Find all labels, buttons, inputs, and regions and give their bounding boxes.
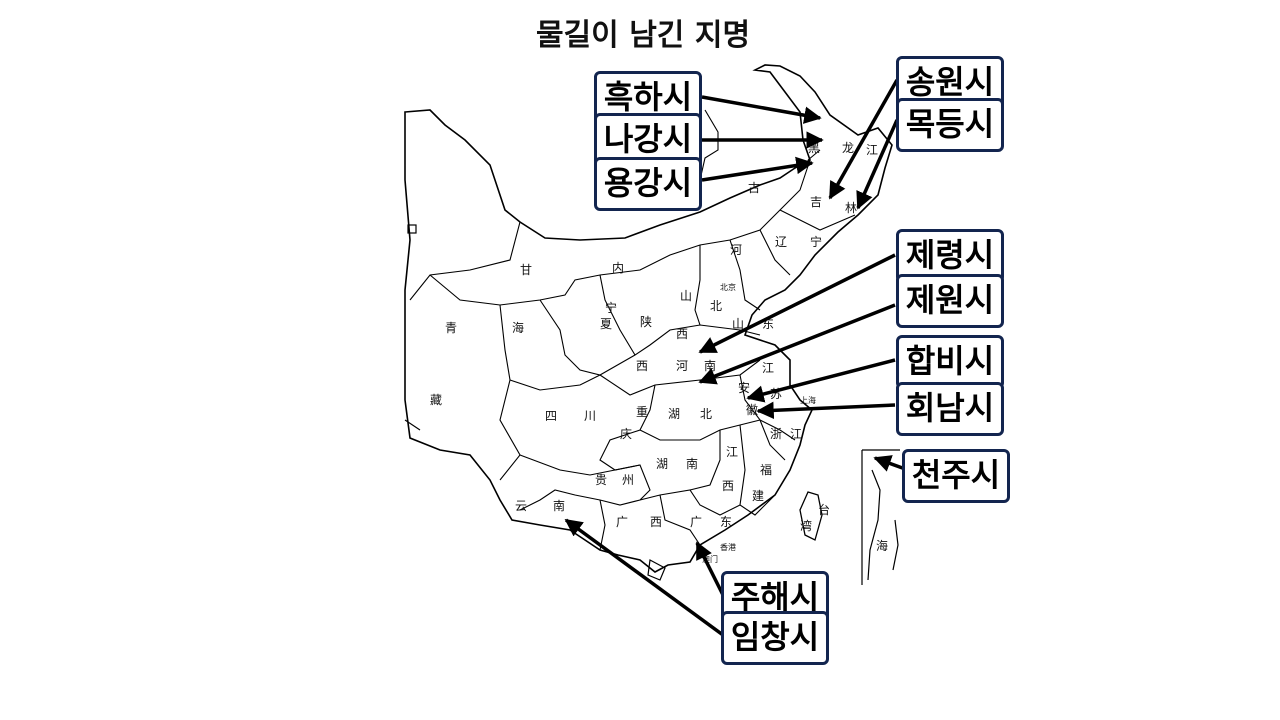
prov-label: 海: [876, 538, 888, 553]
arrow-jeryeong: [698, 253, 896, 354]
prov-label: 东: [720, 515, 732, 529]
arrow-imchang: [564, 518, 725, 637]
west-label-box: [407, 224, 417, 234]
prov-label: 藏: [430, 393, 442, 407]
province-labels: 黑 龙 江 吉 林 古 辽 宁 内 甘 宁 夏 陕 西 山 西 北京 河 北 山…: [430, 141, 888, 564]
south-china-sea-inset: [861, 449, 900, 585]
prov-label: 庆: [620, 427, 632, 441]
place-label-mudeng: 목등시: [896, 98, 1004, 152]
prov-label: 南: [704, 358, 716, 373]
pointer-arrows: [564, 79, 909, 637]
prov-label: 徽: [746, 402, 758, 417]
province-borders: [409, 159, 856, 551]
prov-label: 古: [748, 180, 760, 195]
prov-label: 宁: [810, 234, 822, 249]
prov-label: 青: [445, 321, 457, 335]
prov-label: 内: [612, 261, 624, 275]
prov-label: 河: [676, 359, 688, 373]
prov-label: 河: [730, 243, 742, 257]
place-label-cheonju: 천주시: [902, 449, 1010, 503]
arrow-jewon: [698, 303, 896, 385]
prov-label: 北京: [720, 282, 736, 292]
prov-label: 江: [726, 445, 738, 459]
prov-label: 宁: [605, 300, 617, 315]
prov-label: 江: [866, 143, 878, 157]
place-label-jewon: 제원시: [896, 274, 1004, 328]
place-label-hoenam: 회남시: [896, 382, 1004, 436]
prov-label: 夏: [600, 317, 612, 331]
prov-label: 江: [790, 427, 802, 441]
prov-label: 林: [845, 201, 857, 215]
arrow-mudeng: [856, 119, 899, 210]
prov-label: 湖: [656, 456, 668, 471]
prov-label: 西: [676, 327, 688, 341]
taiwan-island: [799, 491, 823, 541]
prov-label: 州: [622, 473, 634, 487]
prov-label: 龙: [842, 141, 854, 155]
prov-label: 香港: [720, 542, 736, 552]
prov-label: 南: [553, 498, 565, 513]
arrow-juhae: [695, 541, 725, 596]
arrow-heihe: [701, 95, 822, 124]
prov-label: 山: [732, 317, 744, 331]
place-label-imchang: 임창시: [721, 611, 829, 665]
prov-label: 四: [545, 409, 557, 423]
prov-label: 陕: [640, 314, 652, 329]
prov-label: 安: [738, 380, 750, 395]
arrow-hapbi: [746, 358, 896, 403]
prov-label: 浙: [770, 427, 782, 441]
slide-title: 물길이 남긴 지명: [535, 18, 751, 53]
prov-label: 北: [710, 299, 722, 313]
country-outline: [404, 64, 893, 573]
prov-label: 福: [760, 462, 772, 477]
prov-label: 江: [762, 361, 774, 375]
arrow-hoenam: [756, 401, 896, 420]
prov-label: 山: [680, 289, 692, 303]
prov-label: 海: [512, 320, 524, 335]
arrow-songyuan: [828, 79, 899, 200]
prov-label: 甘: [520, 263, 532, 277]
prov-label: 西: [650, 515, 662, 529]
arrow-longjiang: [701, 156, 814, 182]
prov-label: 云: [515, 499, 527, 513]
prov-label: 广: [690, 515, 702, 529]
prov-label: 辽: [775, 235, 787, 249]
prov-label: 建: [752, 489, 764, 503]
prov-label: 西: [722, 479, 734, 493]
prov-label: 广: [616, 515, 628, 529]
prov-label: 吉: [810, 195, 822, 209]
prov-label: 湖: [668, 406, 680, 421]
prov-label: 上海: [800, 395, 816, 405]
prov-label: 南: [686, 456, 698, 471]
prov-label: 川: [584, 409, 596, 423]
prov-label: 台: [818, 502, 830, 517]
place-label-hapbi: 합비시: [896, 335, 1004, 389]
prov-label: 黑: [808, 141, 820, 155]
hainan-island: [647, 559, 666, 581]
prov-label: 贵: [595, 473, 607, 487]
prov-label: 湾: [800, 518, 812, 533]
prov-label: 重: [636, 405, 648, 419]
prov-label: 北: [700, 407, 712, 421]
prov-label: 西: [636, 359, 648, 373]
place-label-longjiang: 용강시: [594, 157, 702, 211]
